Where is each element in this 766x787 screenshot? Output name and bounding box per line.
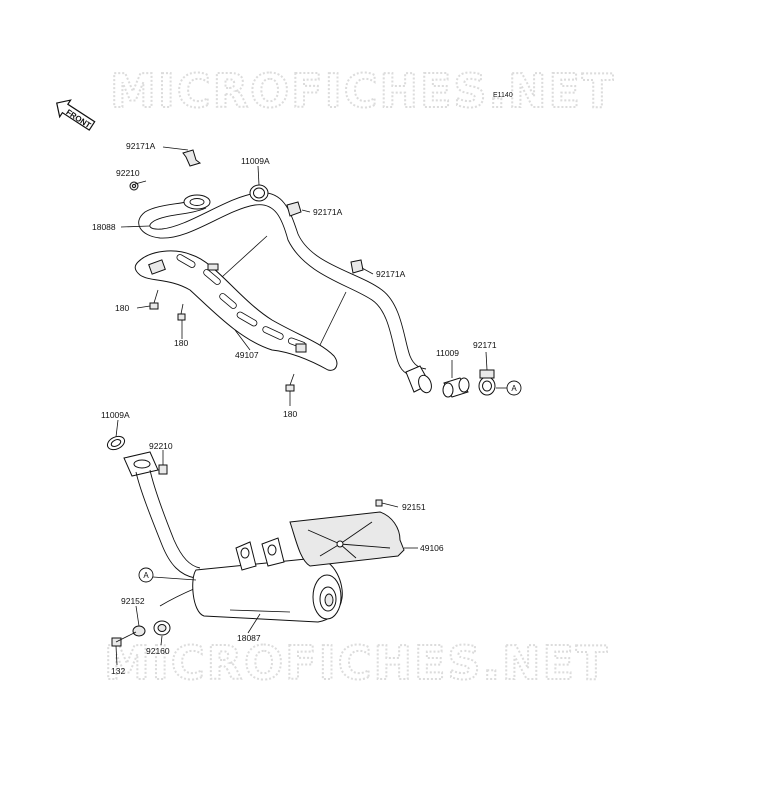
- gasket-11009A-2: [106, 435, 126, 451]
- muffler-18087: [192, 537, 343, 623]
- label-92171A-3: 92171A: [376, 269, 406, 279]
- watermark-bottom: MICROFICHES.NET: [104, 636, 609, 690]
- gasket-11009A-1: [249, 184, 269, 202]
- diagram-code: E1140: [493, 92, 513, 99]
- clamp-92171: [478, 369, 496, 396]
- label-92171: 92171: [473, 340, 497, 350]
- bolt-180-2: [177, 303, 186, 321]
- label-11009: 11009: [436, 348, 459, 358]
- nut-92210-2: [158, 464, 168, 475]
- exhaust-pipe-lower: [123, 451, 201, 607]
- bolt-180-1: [149, 289, 159, 310]
- label-92160: 92160: [146, 646, 170, 656]
- label-132: 132: [111, 666, 125, 676]
- heat-guard-49107: [134, 250, 338, 371]
- label-180-1: 180: [115, 303, 129, 313]
- exhaust-pipe-18088: [138, 192, 432, 394]
- bolt-132: [111, 631, 137, 647]
- label-180-2: 180: [174, 338, 188, 348]
- label-18087: 18087: [237, 633, 261, 643]
- label-180-3: 180: [283, 409, 297, 419]
- label-92151: 92151: [402, 502, 426, 512]
- label-49107: 49107: [235, 350, 259, 360]
- label-18088: 18088: [92, 222, 116, 232]
- bolt-92151: [375, 499, 383, 507]
- bolt-180-3: [285, 373, 295, 392]
- label-92210-1: 92210: [116, 168, 140, 178]
- svg-text:A: A: [511, 384, 517, 393]
- label-92152: 92152: [121, 596, 145, 606]
- front-arrow-icon: FRONT: [56, 99, 96, 131]
- label-49106: 49106: [420, 543, 444, 553]
- bracket-92171A-1: [182, 149, 202, 167]
- callout-a-bottom: A: [138, 567, 197, 583]
- label-11009A-2: 11009A: [101, 410, 130, 420]
- svg-text:A: A: [143, 571, 149, 580]
- gasket-11009: [442, 377, 470, 398]
- label-11009A-1: 11009A: [241, 156, 270, 166]
- heat-guard-49106: [289, 511, 405, 567]
- label-92171A-2: 92171A: [313, 207, 343, 217]
- label-92210-2: 92210: [149, 441, 173, 451]
- callout-a-top: A: [496, 380, 522, 396]
- bracket-92171A-2: [286, 201, 302, 217]
- damper-92160: [153, 620, 171, 636]
- watermark-top: MICROFICHES.NET: [110, 64, 615, 118]
- label-92171A-1: 92171A: [126, 141, 156, 151]
- bracket-92171A-3: [350, 259, 364, 274]
- washer-92152: [132, 625, 146, 637]
